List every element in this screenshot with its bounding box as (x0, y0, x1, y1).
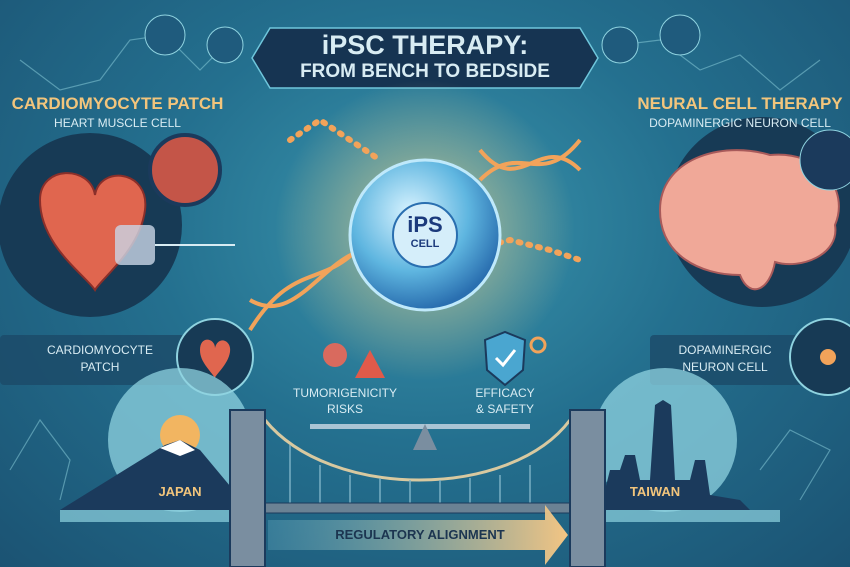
regulatory-arrow (268, 505, 568, 565)
balance-pivot (413, 424, 437, 450)
right-subheading: DOPAMINERGIC NEURON CELL (649, 116, 831, 130)
right-heading: NEURAL CELL THERAPY (637, 94, 843, 113)
muscle-fiber-zoom (148, 133, 222, 207)
left-subheading: HEART MUSCLE CELL (54, 116, 181, 130)
dna-icon (206, 26, 244, 64)
bridge-deck (259, 502, 576, 514)
right-card-label-2: NEURON CELL (682, 360, 768, 374)
taipei-skyline-icon (600, 400, 750, 510)
gear-icon (529, 336, 547, 354)
molecule-network (9, 34, 831, 501)
mount-fuji-icon (60, 440, 250, 510)
cell-label: CELL (410, 238, 440, 250)
patch-icon (115, 225, 155, 265)
shield-check-icon (483, 330, 527, 387)
left-card-label-2: PATCH (80, 360, 120, 374)
regulatory-alignment-label: REGULATORY ALIGNMENT (335, 527, 505, 542)
bridge-pillar-left (229, 409, 266, 567)
flask-icon (601, 26, 639, 64)
atom-icon (144, 14, 186, 56)
left-card-label-1: CARDIOMYOCYTE (46, 343, 153, 357)
balance-beam (310, 424, 530, 429)
right-card-label-1: DOPAMINERGIC (678, 343, 772, 357)
title-banner (251, 27, 599, 89)
tumorigenicity-label-1: TUMORIGENICITY (293, 386, 397, 400)
japan-label: JAPAN (158, 484, 202, 499)
microscope-icon (659, 14, 701, 56)
neuron-zoom (799, 129, 850, 191)
taiwan-label: TAIWAN (629, 484, 681, 499)
ips-label: iPS (407, 212, 443, 237)
brain-illustration (658, 149, 840, 291)
dna-strand-right (478, 138, 582, 182)
title-line-2: FROM BENCH TO BEDSIDE (300, 61, 550, 82)
bridge-cable (263, 419, 572, 482)
bridge-pillar-right (569, 409, 606, 567)
efficacy-label-1: EFFICACY (475, 386, 535, 400)
efficacy-label-2: & SAFETY (475, 402, 534, 416)
title-line-1: iPSC THERAPY: (321, 30, 529, 60)
tumorigenicity-label-2: RISKS (326, 402, 363, 416)
tumor-icon (323, 343, 347, 367)
warning-icon (355, 350, 385, 378)
left-heading: CARDIOMYOCYTE PATCH (11, 94, 224, 113)
